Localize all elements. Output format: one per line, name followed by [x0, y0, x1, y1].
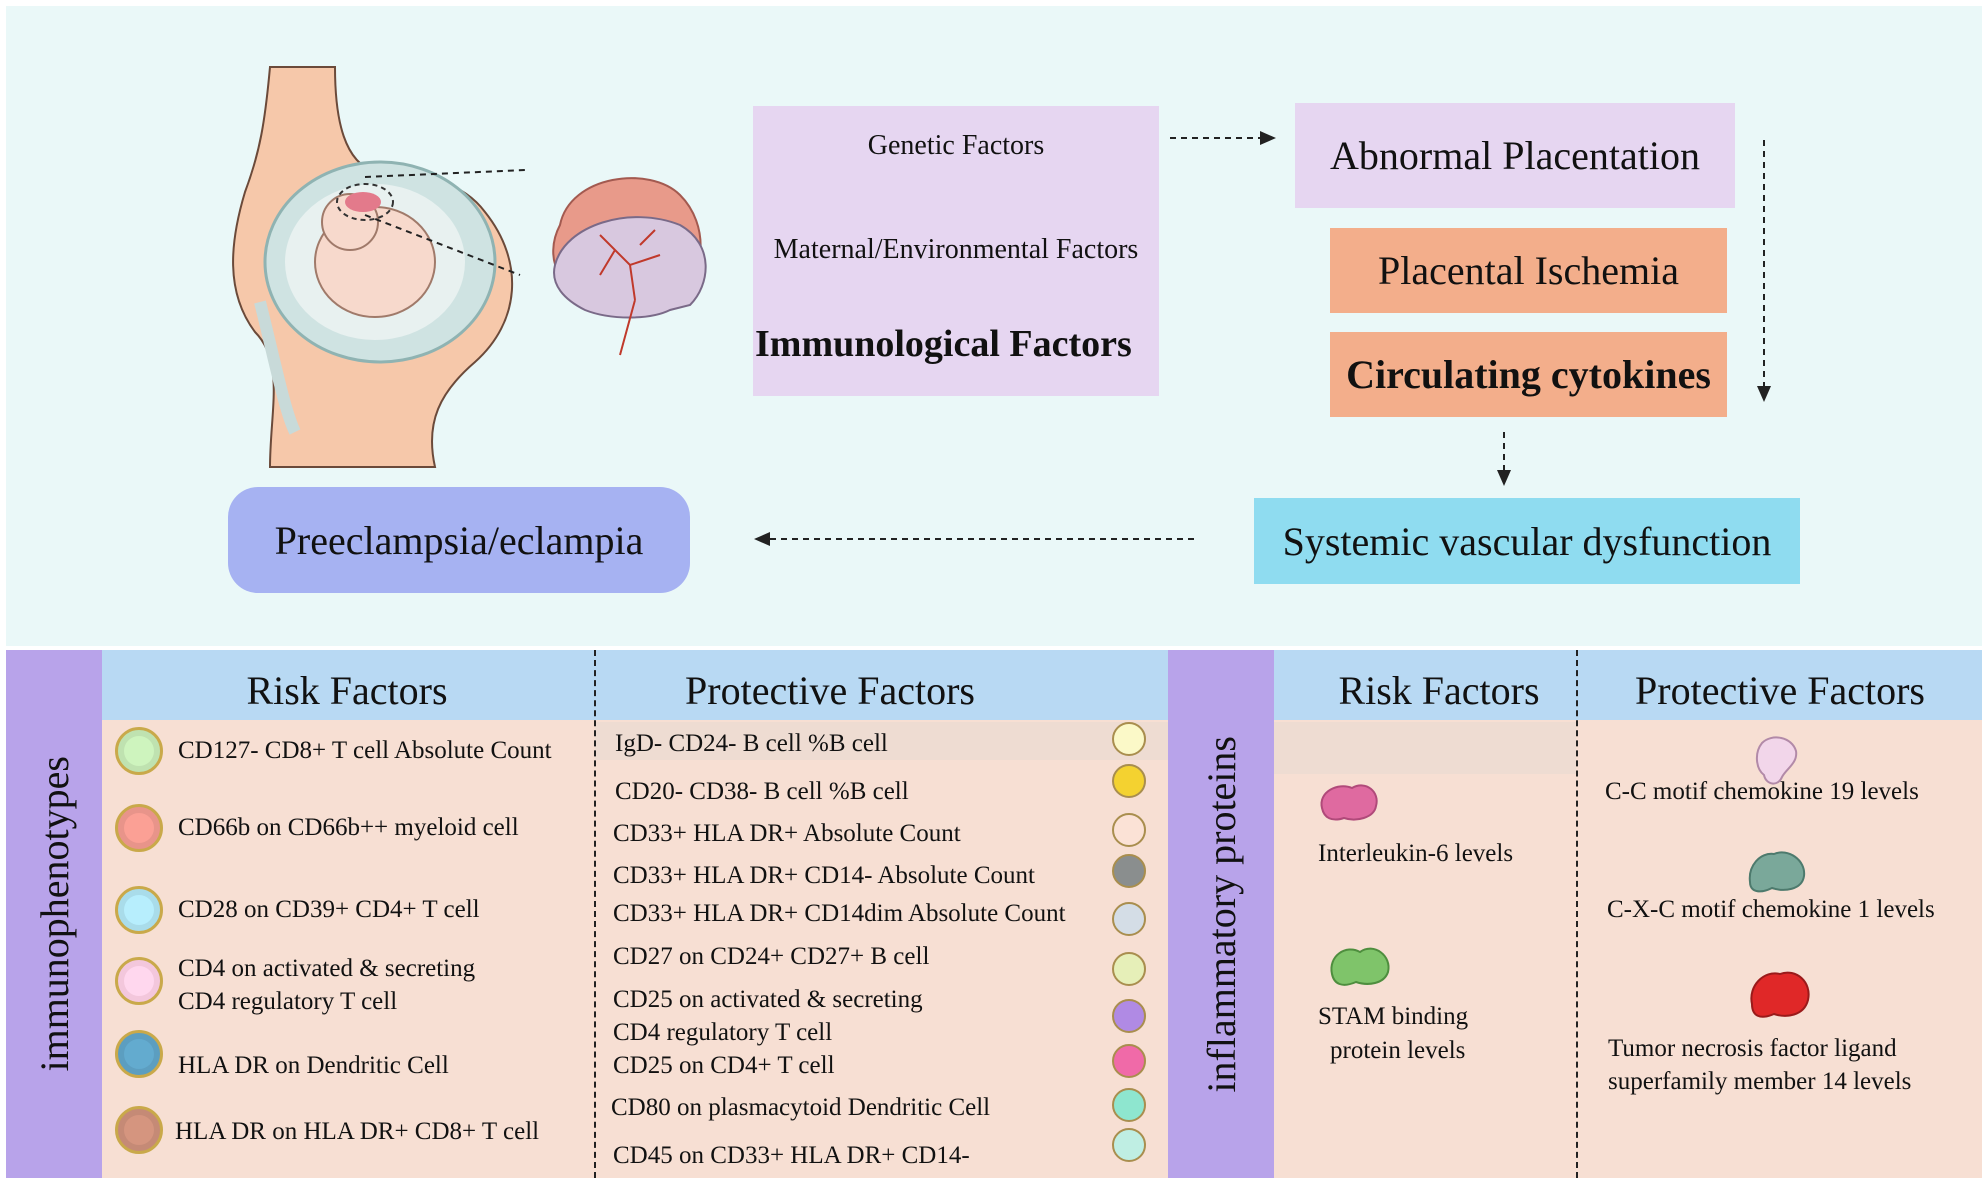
list-item: CD127- CD8+ T cell Absolute Count — [178, 737, 552, 764]
list-item: CD20- CD38- B cell %B cell — [615, 778, 909, 805]
immuno-divider — [594, 650, 596, 1178]
inflammatory-risk-top-shade — [1274, 722, 1576, 774]
cell-dot-icon — [1112, 952, 1146, 986]
cell-dot-icon — [1112, 813, 1146, 847]
pregnant-woman-illustration — [232, 66, 514, 468]
systemic-vascular-box: Systemic vascular dysfunction — [1254, 498, 1800, 584]
cell-dot-icon — [1112, 902, 1146, 936]
protein-blob-icon — [1320, 784, 1378, 821]
protein-blob-icon — [1750, 971, 1810, 1018]
list-item: CD4 regulatory T cell — [178, 988, 398, 1015]
list-item: STAM binding — [1318, 1003, 1469, 1030]
list-item: CD33+ HLA DR+ CD14dim Absolute Count — [613, 900, 1066, 927]
cell-dot-icon — [1112, 999, 1146, 1033]
list-item: CD28 on CD39+ CD4+ T cell — [178, 896, 480, 923]
list-item: CD45 on CD33+ HLA DR+ CD14- — [613, 1142, 970, 1169]
factors-box — [753, 106, 1159, 396]
placental-ischemia-box: Placental Ischemia — [1330, 228, 1727, 313]
preeclampsia-box: Preeclampsia/eclampia — [228, 487, 690, 593]
immunophenotypes-side-label: immunophenotypes — [6, 650, 102, 1178]
list-item: protein levels — [1330, 1037, 1466, 1064]
list-item: CD27 on CD24+ CD27+ B cell — [613, 943, 930, 970]
inflammatory-side-label: inflammatory proteins — [1168, 650, 1274, 1178]
cell-dot-icon — [1112, 1128, 1146, 1162]
abnormal-placentation-box: Abnormal Placentation — [1295, 103, 1735, 208]
inflammatory-header-strip — [1274, 650, 1982, 720]
arrow-right — [1170, 131, 1276, 145]
cell-icon — [115, 886, 163, 934]
inflammatory-divider — [1576, 650, 1578, 1178]
cell-dot-icon — [1112, 1088, 1146, 1122]
immunological-factors-label: Immunological Factors — [755, 323, 1132, 365]
protein-blob-icon — [1748, 851, 1806, 893]
maternal-factors-label: Maternal/Environmental Factors — [773, 234, 1139, 265]
zoom-lines — [364, 169, 526, 276]
list-item: C-C motif chemokine 19 levels — [1605, 778, 1919, 805]
cell-icon — [115, 804, 163, 852]
list-item: CD80 on plasmacytoid Dendritic Cell — [611, 1094, 991, 1121]
list-item: HLA DR on HLA DR+ CD8+ T cell — [175, 1118, 540, 1145]
immuno-header-strip — [102, 650, 1168, 720]
list-item: CD4 on activated & secreting — [178, 955, 476, 982]
list-item: HLA DR on Dendritic Cell — [178, 1052, 449, 1079]
genetic-factors-label: Genetic Factors — [867, 130, 1045, 161]
cell-dot-icon — [1112, 854, 1146, 888]
list-item: superfamily member 14 levels — [1608, 1068, 1912, 1095]
inflammatory-label: inflammatory proteins — [1198, 735, 1244, 1093]
placenta-illustration — [552, 177, 707, 356]
immuno-risk-header: Risk Factors — [246, 667, 448, 713]
cell-icon — [115, 727, 163, 775]
list-item: CD33+ HLA DR+ CD14- Absolute Count — [613, 862, 1035, 889]
cell-dot-icon — [1112, 1044, 1146, 1078]
arrow-down-right — [1757, 140, 1771, 402]
cell-dot-icon — [1112, 722, 1146, 756]
cell-icon — [115, 957, 163, 1005]
inflammatory-risk-header: Risk Factors — [1338, 667, 1540, 713]
list-item: CD66b on CD66b++ myeloid cell — [178, 814, 519, 841]
protein-blob-icon — [1330, 947, 1390, 986]
inflammatory-protective-header: Protective Factors — [1635, 667, 1925, 713]
list-item: CD4 regulatory T cell — [613, 1019, 833, 1046]
list-item: IgD- CD24- B cell %B cell — [615, 730, 888, 757]
cell-icon — [115, 1030, 163, 1078]
list-item: Interleukin-6 levels — [1318, 840, 1514, 867]
list-item: CD25 on CD4+ T cell — [613, 1052, 835, 1079]
immunophenotypes-label: immunophenotypes — [31, 756, 77, 1072]
list-item: CD25 on activated & secreting — [613, 986, 923, 1013]
arrow-down-center — [1497, 432, 1511, 486]
cell-dot-icon — [1112, 764, 1146, 798]
list-item: CD33+ HLA DR+ Absolute Count — [613, 820, 961, 847]
list-item: Tumor necrosis factor ligand — [1608, 1035, 1897, 1062]
cell-icon — [115, 1106, 163, 1154]
immuno-protective-header: Protective Factors — [685, 667, 975, 713]
list-item: C-X-C motif chemokine 1 levels — [1607, 896, 1935, 923]
arrow-left — [754, 532, 1198, 546]
circulating-cytokines-box: Circulating cytokines — [1330, 332, 1727, 417]
protein-blob-icon — [1756, 736, 1798, 785]
protective-first-row-shade — [595, 722, 1168, 760]
